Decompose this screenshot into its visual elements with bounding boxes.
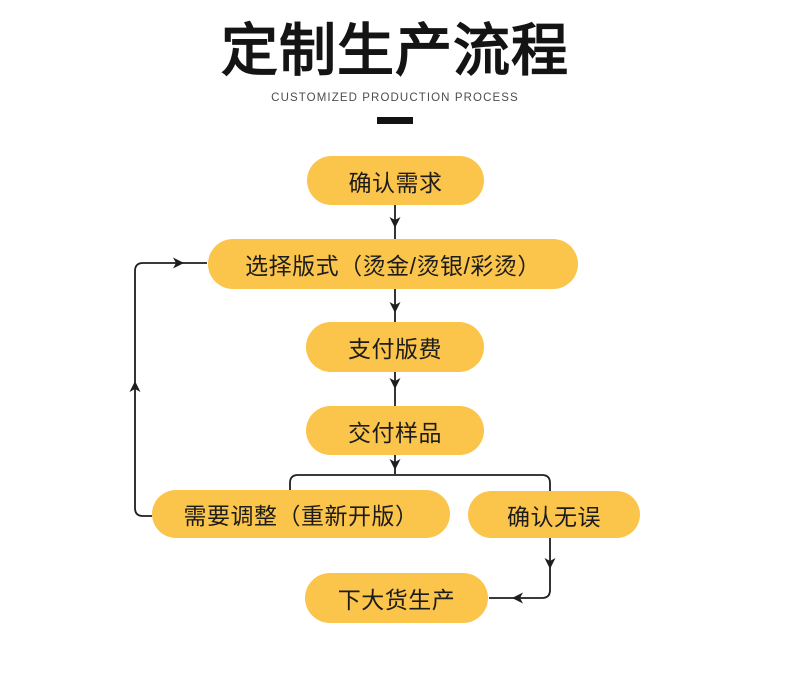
flow-node-pay-plate-fee: 支付版费 <box>306 322 484 372</box>
arrowhead-down-icon <box>389 217 401 228</box>
arrowhead-left-icon <box>512 592 523 604</box>
arrowhead-right-icon <box>173 257 184 269</box>
arrowhead-down-icon <box>389 459 401 470</box>
page-title: 定制生产流程 <box>221 19 569 83</box>
flow-node-need-adjustment: 需要调整（重新开版） <box>152 490 450 538</box>
page-subtitle: CUSTOMIZED PRODUCTION PROCESS <box>271 92 519 104</box>
flow-node-confirm-requirements: 确认需求 <box>307 156 484 205</box>
arrowhead-down-icon <box>389 302 401 313</box>
edge-branch-split <box>289 474 551 491</box>
arrowhead-down-icon <box>389 378 401 389</box>
arrowhead-up-icon <box>129 381 141 392</box>
edge-adjust-loop-to-select <box>134 262 207 517</box>
flow-node-mass-production: 下大货生产 <box>305 573 488 623</box>
arrowhead-down-icon <box>544 558 556 569</box>
flow-node-select-format: 选择版式（烫金/烫银/彩烫） <box>208 239 578 289</box>
flow-node-confirmed-correct: 确认无误 <box>468 491 640 538</box>
flow-node-deliver-sample: 交付样品 <box>306 406 484 455</box>
title-divider <box>377 117 413 124</box>
edge-correct-to-production <box>489 538 551 599</box>
